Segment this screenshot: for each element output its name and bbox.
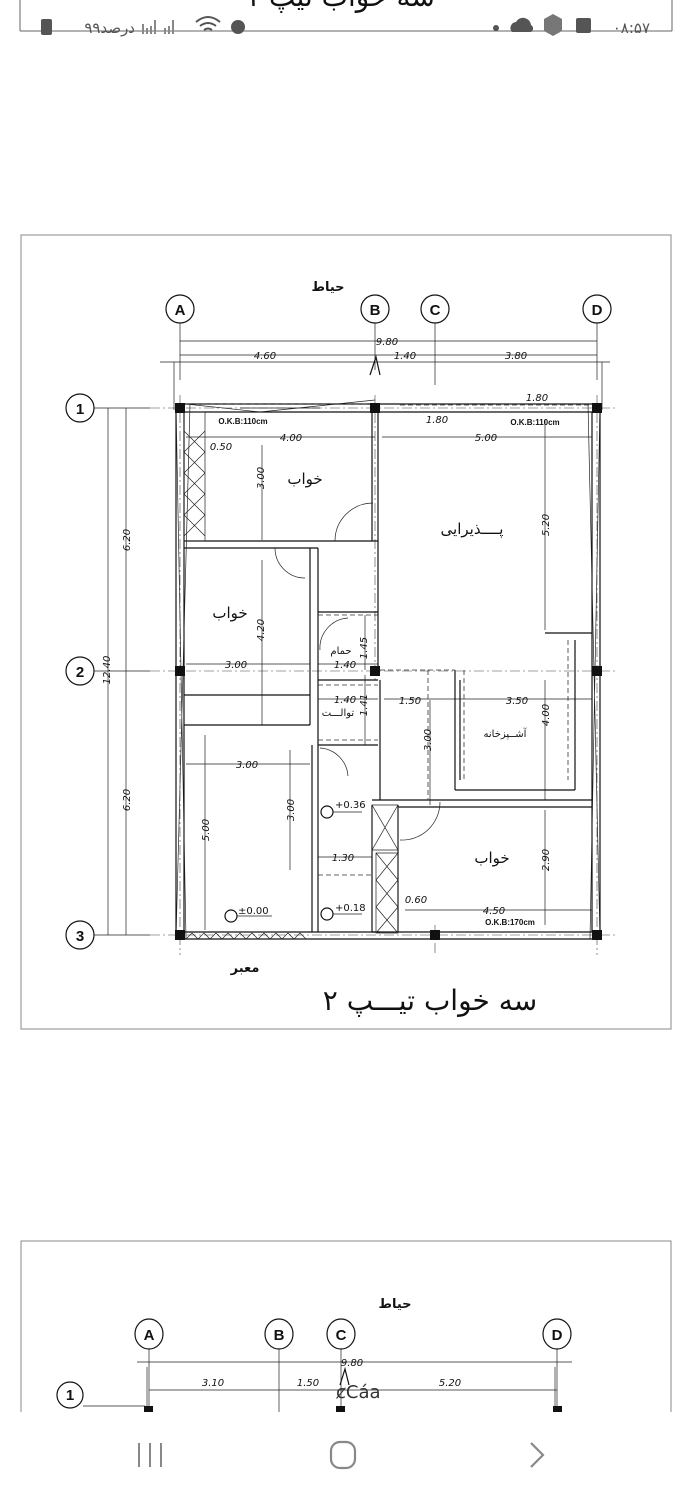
nav-bar <box>0 1412 692 1500</box>
dot-icon <box>493 25 499 31</box>
grid-2: 2 <box>76 664 84 681</box>
dimension-label: 3.80 <box>505 351 527 362</box>
dimension-label: 3.00 <box>236 760 258 771</box>
dimension-label: O.K.B:170cm <box>485 918 535 927</box>
grid-3: 3 <box>76 928 84 945</box>
grid-d: D <box>592 302 603 319</box>
dimension-label: 2.90 <box>541 849 552 871</box>
cloud-icon <box>510 17 534 32</box>
dimension-label: 5.20 <box>439 1378 461 1389</box>
alarm-icon <box>231 20 245 34</box>
dimension-label: 9.80 <box>341 1358 363 1369</box>
grid-b: B <box>370 302 381 319</box>
dimension-labels: 9.80 4.60 1.40 3.80 1.80 1.80 O.K.B:110c… <box>102 337 560 927</box>
room-bedroom-1: خواب <box>287 470 322 488</box>
dimension-label: 12.40 <box>102 656 113 685</box>
dimension-label: 3.50 <box>506 696 528 707</box>
dimension-label: 9.80 <box>376 337 398 348</box>
grid-1: 1 <box>66 1387 74 1404</box>
dimension-label: 5.00 <box>201 819 212 841</box>
dimension-label: 4.00 <box>280 433 302 444</box>
dimension-label: ±0.00 <box>238 906 269 917</box>
columns <box>144 1406 562 1412</box>
yard-label: حیاط <box>311 280 344 295</box>
plan-frame <box>20 234 672 1030</box>
recent-apps-icon[interactable] <box>138 1443 162 1467</box>
floor-plan-1[interactable]: حیاط A B C D 1 2 3 <box>20 234 672 1030</box>
dimension-label: 6.20 <box>122 529 133 551</box>
dimension-label: 4.50 <box>483 906 505 917</box>
app-notification-icon <box>544 14 562 36</box>
room-labels: خواب پــــذیرایی خواب حمام توالـــت آشــ… <box>212 470 527 867</box>
dimension-label: 6.20 <box>122 789 133 811</box>
plan-frame <box>20 1240 672 1412</box>
dimension-label: 4.00 <box>541 704 552 726</box>
dimension-label: 0.60 <box>405 895 427 906</box>
dimension-label: 4.60 <box>254 351 276 362</box>
previous-plan-fragment: سه خواب تیپ ۱ <box>19 0 673 32</box>
dimension-label: 1.40 <box>394 351 416 362</box>
wifi-icon <box>195 16 221 31</box>
clipped-title: سه خواب تیپ ۱ <box>245 0 435 13</box>
room-bath: حمام <box>330 646 351 657</box>
dimension-label: +0.36 <box>335 800 366 811</box>
dimension-label: 1.40 <box>334 660 356 671</box>
dimension-label: 3.00 <box>225 660 247 671</box>
battery-icon <box>41 19 52 35</box>
room-kitchen: آشــپزخانه <box>484 727 528 740</box>
dimension-label: 1.50 <box>297 1378 319 1389</box>
gallery-notification-icon <box>576 18 591 33</box>
clock: ۰۸:۵۷ <box>613 19 650 37</box>
battery-percent: ۹۹درصد <box>84 19 135 37</box>
dimension-label: 3.00 <box>256 467 267 489</box>
dimension-label: +0.18 <box>335 903 366 914</box>
dimension-label: 1.40 <box>334 695 356 706</box>
grid-a: A <box>175 302 186 319</box>
room-bedroom-2: خواب <box>212 604 247 622</box>
columns <box>175 403 602 940</box>
dimension-label: 1.80 <box>526 393 548 404</box>
dimension-label: 1.30 <box>332 853 354 864</box>
home-icon[interactable] <box>329 1440 357 1470</box>
street-label: معبر <box>230 961 260 976</box>
stray-text: ȼCáa <box>336 1382 381 1403</box>
room-bedroom-3: خواب <box>474 849 509 867</box>
room-living: پــــذیرایی <box>441 520 504 539</box>
dimension-label: O.K.B:110cm <box>510 418 559 427</box>
dimension-label: 4.20 <box>256 619 267 641</box>
status-bar: ۰۸:۵۷ ۹۹درصد <box>41 14 650 37</box>
floor-plan-2[interactable]: حیاط A B C D 1 9.80 3.10 1.50 5.20 ȼCáa <box>20 1240 672 1412</box>
dimension-label: 0.50 <box>210 442 232 453</box>
yard-label: حیاط <box>378 1297 411 1312</box>
dimension-label: 1.41 <box>359 694 370 716</box>
grid-d: D <box>552 1327 563 1344</box>
plan-title: سه خواب تیـــپ ۲ <box>323 984 537 1017</box>
signal-icon <box>142 20 174 34</box>
grid-b: B <box>274 1327 285 1344</box>
dimension-label: 3.00 <box>286 799 297 821</box>
dimension-label: 3.10 <box>202 1378 224 1389</box>
dimension-label: 1.45 <box>359 637 370 659</box>
dimension-label: 3.00 <box>423 729 434 751</box>
dimension-label: 5.20 <box>541 514 552 536</box>
back-icon[interactable] <box>530 1442 545 1468</box>
grid-a: A <box>144 1327 155 1344</box>
grid-c: C <box>430 302 441 319</box>
dimension-label: 1.50 <box>399 696 421 707</box>
room-toilet: توالـــت <box>322 708 355 719</box>
grid-1: 1 <box>76 401 84 418</box>
grid-c: C <box>336 1327 347 1344</box>
dimension-label: O.K.B:110cm <box>218 417 267 426</box>
dimension-label: 5.00 <box>475 433 497 444</box>
dimension-label: 1.80 <box>426 415 448 426</box>
level-markers <box>224 805 362 923</box>
